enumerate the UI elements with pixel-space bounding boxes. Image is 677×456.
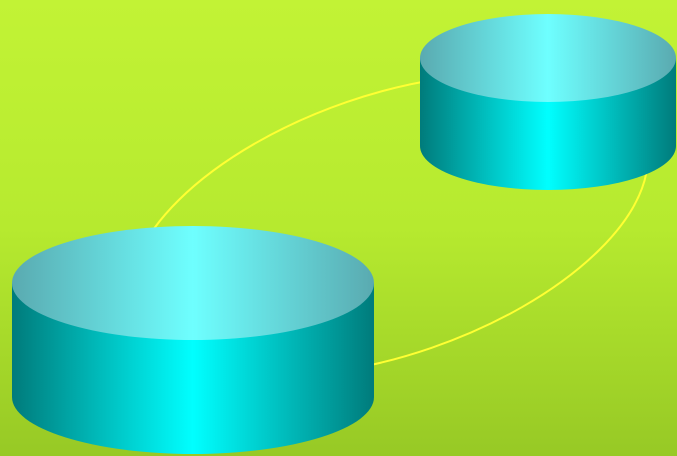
- cylinder-top: [420, 14, 676, 102]
- cylinder-bottom-left: [12, 226, 374, 454]
- cylinder-top-right: [420, 14, 676, 190]
- cylinder-top: [12, 226, 374, 340]
